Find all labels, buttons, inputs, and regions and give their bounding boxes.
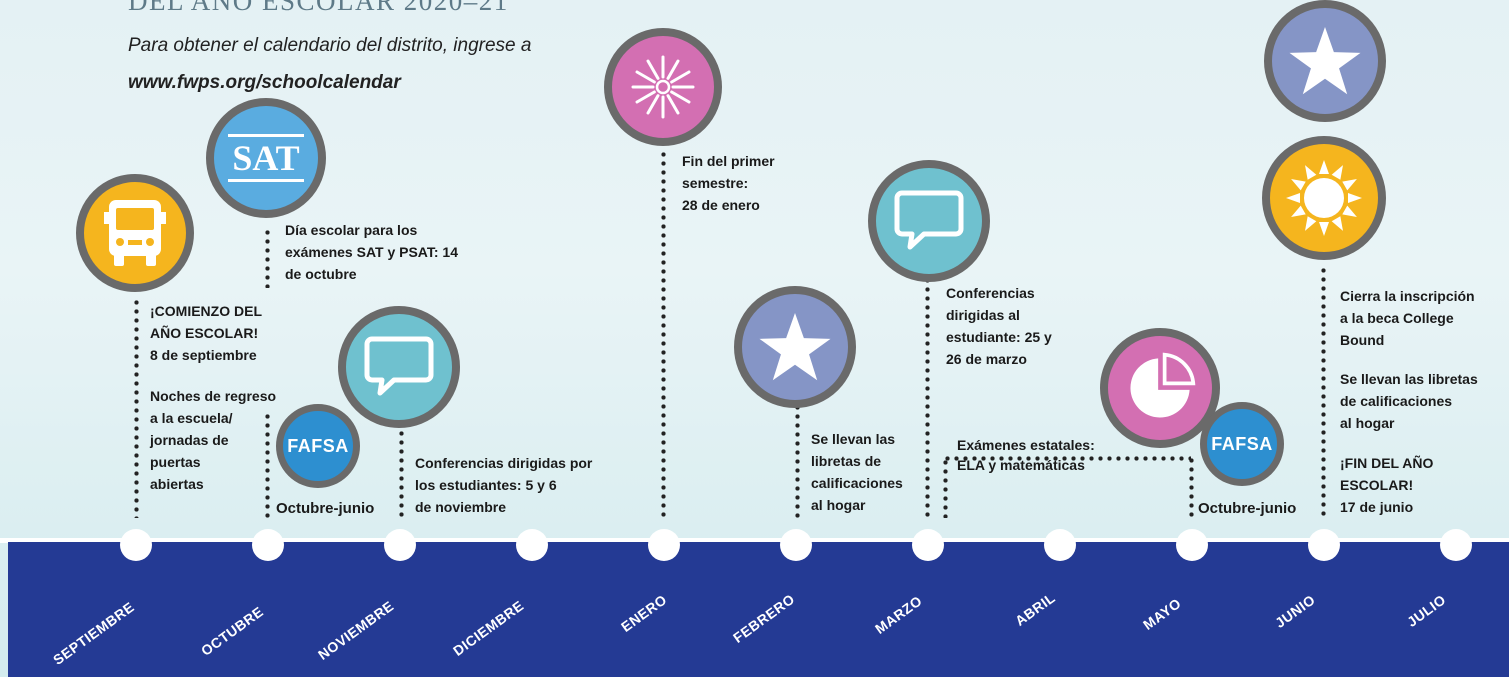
dotted-connector: [1189, 456, 1194, 518]
timeline-node-enero: [648, 529, 680, 561]
timeline-node-mayo: [1176, 529, 1208, 561]
event-nov-conferences: Conferencias dirigidas por los estudiant…: [415, 455, 593, 515]
dotted-connector: [661, 150, 666, 518]
event-school-start: ¡COMIENZO DEL AÑO ESCOLAR! 8 de septiemb…: [150, 303, 262, 363]
dotted-connector: [265, 228, 270, 288]
star-icon: [734, 286, 856, 408]
event-semester-end: Fin del primer semestre: 28 de enero: [682, 153, 775, 213]
school-bus-icon: [76, 174, 194, 292]
timeline-node-febrero: [780, 529, 812, 561]
event-feb-report-cards: Se llevan las libretas de calificaciones…: [811, 431, 903, 513]
timeline-node-septiembre: [120, 529, 152, 561]
event-scholarship-close: Cierra la inscripción a la beca College …: [1340, 288, 1475, 348]
sat-badge-icon: SAT: [206, 98, 326, 218]
dotted-connector: [134, 298, 139, 518]
timeline-node-junio: [1308, 529, 1340, 561]
calendar-url-link[interactable]: www.fwps.org/schoolcalendar: [128, 72, 401, 93]
event-back-to-school-nights: Noches de regreso a la escuela/ jornadas…: [150, 388, 277, 492]
event-jun-report-cards: Se llevan las libretas de calificaciones…: [1340, 371, 1478, 431]
timeline-node-julio: [1440, 529, 1472, 561]
timeline-edge: [0, 538, 1509, 543]
dotted-connector: [925, 276, 930, 518]
snowflake-icon: [604, 28, 722, 146]
timeline-node-abril: [1044, 529, 1076, 561]
timeline-node-marzo: [912, 529, 944, 561]
event-fafsa-oct: Octubre-junio: [276, 500, 375, 517]
sun-icon: [1262, 136, 1386, 260]
dotted-connector: [943, 456, 1191, 461]
timeline-node-noviembre: [384, 529, 416, 561]
timeline-node-diciembre: [516, 529, 548, 561]
fafsa-icon: FAFSA: [1200, 402, 1284, 486]
speech-bubble-icon: [868, 160, 990, 282]
star-icon: [1264, 0, 1386, 122]
event-fafsa-may: Octubre-junio: [1198, 500, 1297, 517]
dotted-connector: [1321, 266, 1326, 518]
timeline-node-octubre: [252, 529, 284, 561]
event-state-exams: Exámenes estatales: ELA y matemáticas: [957, 437, 1095, 473]
dotted-connector: [399, 420, 404, 518]
page-title: DEL AÑO ESCOLAR 2020–21: [128, 0, 509, 16]
fafsa-icon: FAFSA: [276, 404, 360, 488]
intro-text: Para obtener el calendario del distrito,…: [128, 35, 532, 56]
dotted-connector: [795, 403, 800, 518]
sat-label: SAT: [232, 138, 300, 178]
dotted-connector: [943, 458, 948, 518]
fafsa-label: FAFSA: [1211, 433, 1273, 454]
timeline-band: [8, 542, 1509, 677]
dotted-connector: [265, 412, 270, 518]
event-sat-psat: Día escolar para los exámenes SAT y PSAT…: [285, 222, 459, 282]
event-mar-conferences: Conferencias dirigidas al estudiante: 25…: [946, 285, 1052, 367]
fafsa-label: FAFSA: [287, 435, 349, 456]
pie-chart-icon: [1100, 328, 1220, 448]
speech-bubble-icon: [338, 306, 460, 428]
event-school-end: ¡FIN DEL AÑO ESCOLAR! 17 de junio: [1340, 455, 1434, 515]
